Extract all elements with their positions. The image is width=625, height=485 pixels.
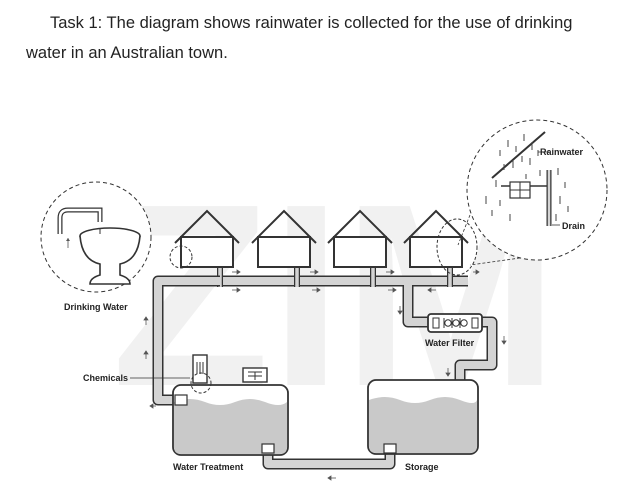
task-text: Task 1: The diagram shows rainwater is c… — [26, 14, 573, 62]
chemicals-label: Chemicals — [83, 373, 128, 383]
water-filter — [427, 313, 483, 333]
drinking-water-detail — [40, 181, 152, 293]
rainwater-detail: Rainwater Drain — [457, 119, 608, 266]
pipe-network — [152, 268, 498, 470]
roof-highlight-circle — [436, 218, 478, 276]
drain-label: Drain — [562, 221, 585, 231]
houses — [174, 209, 469, 268]
storage-label: Storage — [405, 462, 439, 472]
gutter-highlight-circle — [169, 245, 193, 269]
water-treatment-label: Water Treatment — [173, 462, 243, 472]
house-2 — [251, 209, 317, 268]
house-1 — [174, 209, 240, 268]
rainwater-label: Rainwater — [540, 147, 584, 157]
house-3 — [327, 209, 393, 268]
task-description: Task 1: The diagram shows rainwater is c… — [26, 8, 616, 68]
water-treatment-tank — [172, 354, 289, 456]
storage-tank — [261, 379, 479, 455]
house-4 — [403, 209, 469, 268]
drinking-water-label: Drinking Water — [64, 302, 128, 312]
water-filter-label: Water Filter — [425, 338, 475, 348]
